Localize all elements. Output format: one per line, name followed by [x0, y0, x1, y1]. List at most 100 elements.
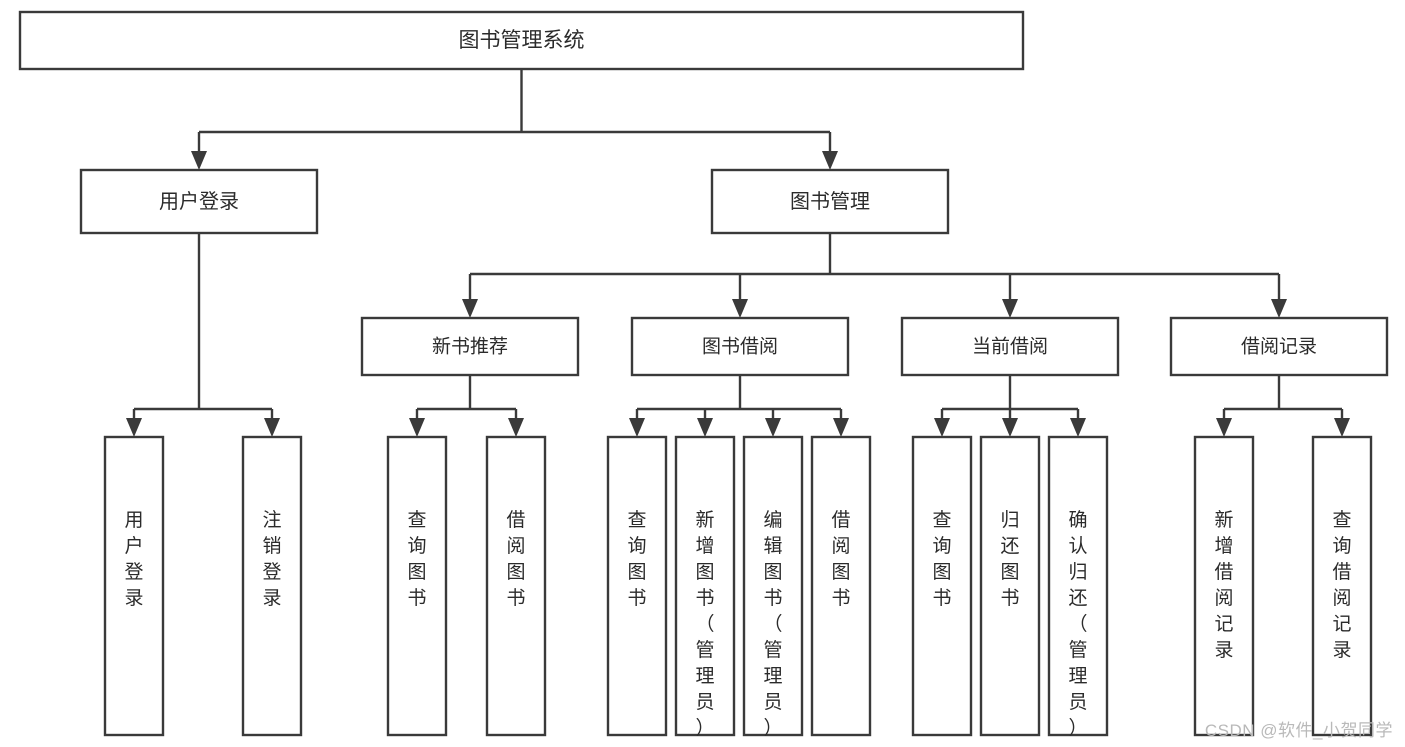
node-label-char: 理: [763, 666, 782, 687]
node-label-char: （: [695, 613, 714, 635]
node-label-char: 询: [627, 535, 646, 557]
node-label-char: 书: [627, 587, 646, 609]
node-box: [742, 435, 804, 737]
node-label-char: 书: [695, 587, 714, 609]
node-label-char: 辑: [763, 535, 782, 557]
node-label-char: 借: [506, 509, 525, 531]
node-label-char: 查: [1332, 509, 1351, 531]
node-box: [1311, 435, 1373, 737]
node-label-char: 户: [124, 535, 143, 557]
node-label-char: 还: [1068, 587, 1087, 609]
node-box: [386, 435, 448, 737]
node-label-char: 管: [1068, 639, 1087, 661]
arrow-head-icon: [697, 418, 713, 437]
node-label-char: 书: [1000, 587, 1019, 609]
node-label-char: 录: [1332, 640, 1351, 661]
node-图书借阅[interactable]: 图书借阅: [630, 316, 850, 377]
node-label-char: 确: [1068, 509, 1087, 531]
node-label-char: （: [763, 613, 782, 635]
node-label-char: 理: [695, 666, 714, 687]
node-box: [674, 435, 736, 737]
arrow-head-icon: [1002, 299, 1018, 318]
node-label-char: 查: [627, 509, 646, 531]
node-label-char: 录: [1214, 640, 1233, 661]
node-label: 图书管理系统: [459, 29, 585, 52]
node-label-char: 书: [763, 587, 782, 609]
node-用户登录[interactable]: 用户登录: [103, 435, 165, 737]
arrow-head-icon: [191, 151, 207, 170]
node-label-char: 图: [695, 562, 714, 583]
node-label-char: ）: [763, 717, 782, 739]
node-label-char: 书: [932, 587, 951, 609]
arrow-head-icon: [1002, 418, 1018, 437]
node-label: 用户登录: [159, 190, 239, 213]
node-label-char: 认: [1068, 535, 1087, 557]
node-box: [485, 435, 547, 737]
node-label-char: 新: [695, 509, 714, 531]
arrow-head-icon: [1334, 418, 1350, 437]
node-label-char: 图: [1000, 562, 1019, 583]
arrow-head-icon: [765, 418, 781, 437]
node-label-char: （: [1068, 613, 1087, 635]
node-box: [911, 435, 973, 737]
node-label-char: 书: [506, 587, 525, 609]
node-label: 图书管理: [790, 190, 870, 213]
arrow-head-icon: [508, 418, 524, 437]
node-label-char: 增: [695, 535, 714, 557]
node-图书管理系统[interactable]: 图书管理系统: [18, 10, 1025, 71]
node-新书推荐[interactable]: 新书推荐: [360, 316, 580, 377]
node-box: [810, 435, 872, 737]
node-box: [18, 10, 1025, 71]
node-box: [979, 435, 1041, 737]
arrow-head-icon: [462, 299, 478, 318]
connector-layer: [126, 69, 1350, 437]
node-label: 当前借阅: [972, 336, 1048, 358]
node-借阅记录[interactable]: 借阅记录: [1169, 316, 1389, 377]
node-用户登录[interactable]: 用户登录: [79, 168, 319, 235]
node-box: [1047, 435, 1109, 737]
node-box: [606, 435, 668, 737]
node-box: [1193, 435, 1255, 737]
node-label-char: ）: [695, 717, 714, 739]
node-图书管理[interactable]: 图书管理: [710, 168, 950, 235]
node-label-char: 管: [695, 639, 714, 661]
node-label-char: 编: [763, 509, 782, 531]
node-当前借阅[interactable]: 当前借阅: [900, 316, 1120, 377]
node-label-char: 录: [124, 588, 143, 609]
node-label-char: 用: [124, 510, 143, 531]
node-label-char: 阅: [1214, 587, 1233, 609]
node-label-char: 图: [932, 562, 951, 583]
node-label-char: 新: [1214, 509, 1233, 531]
arrow-head-icon: [629, 418, 645, 437]
node-label-char: 归: [1068, 561, 1087, 583]
node-box: [710, 168, 950, 235]
arrow-head-icon: [1216, 418, 1232, 437]
node-label-char: 记: [1214, 613, 1233, 635]
arrow-head-icon: [822, 151, 838, 170]
node-label-char: 书: [831, 587, 850, 609]
node-label-char: 员: [763, 692, 782, 713]
node-label: 借阅记录: [1241, 336, 1317, 358]
node-box: [241, 435, 303, 737]
arrow-head-icon: [264, 418, 280, 437]
node-label-char: 借: [831, 509, 850, 531]
node-label-char: 登: [124, 561, 143, 583]
arrow-head-icon: [732, 299, 748, 318]
arrow-head-icon: [1271, 299, 1287, 318]
node-label-char: 理: [1068, 666, 1087, 687]
node-label-char: 员: [1068, 692, 1087, 713]
node-label-char: 登: [262, 561, 281, 583]
